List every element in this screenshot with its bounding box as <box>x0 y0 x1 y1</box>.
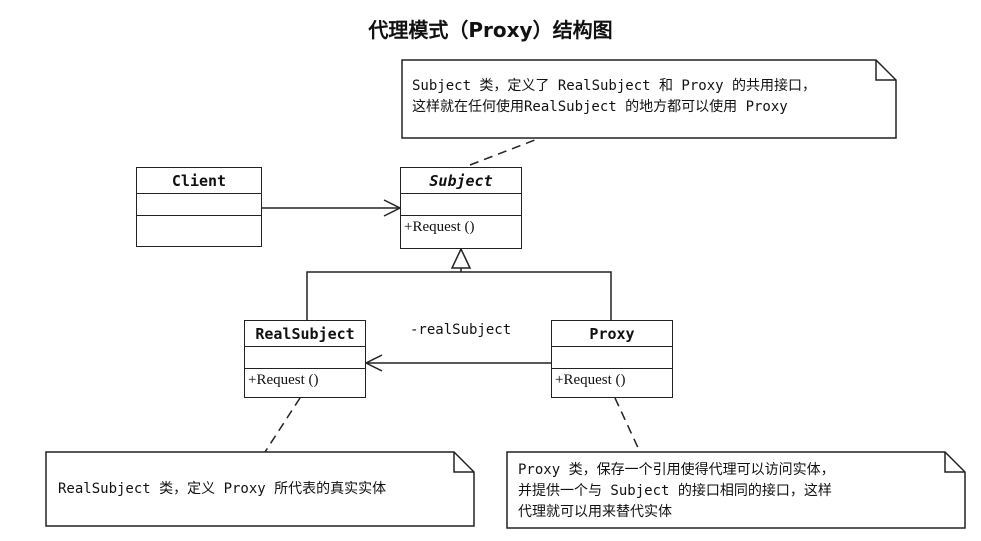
realsubject-attributes <box>245 347 365 369</box>
realsubject-note-line-1: RealSubject 类，定义 Proxy 所代表的真实实体 <box>58 481 387 497</box>
proxy-class-name: Proxy <box>552 321 672 347</box>
proxy-operation: +Request () <box>555 372 626 388</box>
proxy-note-line-1: Proxy 类，保存一个引用使得代理可以访问实体， <box>518 462 835 478</box>
subject-class: Subject +Request () <box>400 167 522 249</box>
proxy-class: Proxy +Request () <box>551 320 673 398</box>
proxy-note-anchor <box>614 397 641 453</box>
subject-note-line-1: Subject 类，定义了 RealSubject 和 Proxy 的共用接口， <box>412 78 817 94</box>
proxy-note-line-3: 代理就可以用来替代实体 <box>518 504 672 520</box>
realsubject-class: RealSubject +Request () <box>244 320 366 398</box>
association-label: -realSubject <box>410 322 512 338</box>
subject-class-name: Subject <box>401 168 521 194</box>
realsubject-operation: +Request () <box>248 372 319 388</box>
client-class-name: Client <box>137 168 261 194</box>
subject-attributes <box>401 194 521 216</box>
proxy-attributes <box>552 347 672 369</box>
proxy-note-fold <box>944 452 965 473</box>
realsubject-note-anchor <box>264 397 301 453</box>
subject-note-line-2: 这样就在任何使用RealSubject 的地方都可以使用 Proxy <box>412 99 788 115</box>
realsubject-class-name: RealSubject <box>245 321 365 347</box>
realsubject-note: RealSubject 类，定义 Proxy 所代表的真实实体 <box>58 479 387 500</box>
realsubject-note-fold <box>453 452 474 473</box>
proxy-realsubject-arrowhead <box>364 354 383 372</box>
diagram-title: 代理模式（Proxy）结构图 <box>368 18 613 42</box>
subject-note-anchor <box>469 137 541 166</box>
subject-note-fold <box>875 60 896 81</box>
proxy-note: Proxy 类，保存一个引用使得代理可以访问实体， 并提供一个与 Subject… <box>518 460 835 523</box>
subject-note: Subject 类，定义了 RealSubject 和 Proxy 的共用接口，… <box>412 76 817 118</box>
generalization-triangle <box>450 247 472 269</box>
generalization-branches <box>306 271 612 320</box>
client-attributes <box>137 194 261 216</box>
proxy-note-line-2: 并提供一个与 Subject 的接口相同的接口，这样 <box>518 483 832 499</box>
client-class: Client <box>136 167 262 247</box>
client-operations <box>137 216 261 238</box>
subject-operation: +Request () <box>404 219 475 235</box>
